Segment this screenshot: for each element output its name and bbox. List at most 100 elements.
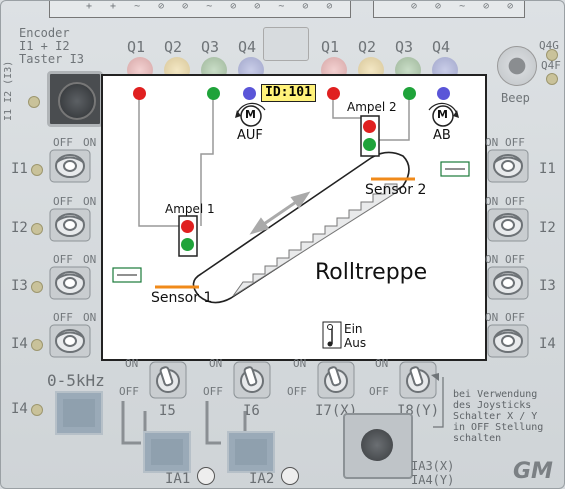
- joystick[interactable]: [343, 413, 413, 479]
- switch-off-label: OFF: [53, 136, 73, 149]
- switch-on-label: ON: [83, 253, 97, 266]
- switch-bolt: [31, 223, 43, 235]
- joystick-note: bei Verwendung des Joysticks Schalter X …: [453, 389, 544, 444]
- ampel2-label: Ampel 2: [347, 100, 397, 114]
- lever-switch[interactable]: [317, 361, 355, 403]
- q3-left-label: Q3: [201, 38, 220, 56]
- id-badge: ID:101: [261, 84, 316, 102]
- ia1-pot-icon[interactable]: [197, 467, 215, 485]
- simulation-panel: ID:101 M AUF M AB Ampel 1 Ampel 2 Sensor…: [101, 74, 487, 361]
- switch-off-label: OFF: [505, 136, 525, 149]
- ampel2-green: [363, 138, 376, 151]
- switch-bolt: [31, 339, 43, 351]
- toggle-on-label: ON: [293, 357, 307, 370]
- panel-led-red-left: [133, 87, 146, 100]
- toggle-switch[interactable]: [487, 324, 529, 358]
- panel-led-blue-right: [437, 87, 450, 100]
- top-connector-left: [49, 1, 351, 18]
- top-connector-right: [373, 1, 525, 18]
- panel-led-red-right: [327, 87, 340, 100]
- toggle-off-label: OFF: [203, 385, 223, 398]
- sensor2-label: Sensor 2: [365, 182, 427, 198]
- toggle-switch[interactable]: [487, 149, 529, 183]
- switch-off-label: OFF: [505, 195, 525, 208]
- switch-id-label: I4: [539, 336, 556, 352]
- sensor1-label: Sensor 1: [151, 290, 213, 306]
- q4g-bolt: [546, 49, 558, 61]
- lever-switch[interactable]: [149, 361, 187, 403]
- toggle-switch[interactable]: [49, 324, 91, 358]
- ia2-pot-icon[interactable]: [281, 467, 299, 485]
- ia1-button[interactable]: [143, 431, 191, 473]
- q4-right-label: Q4: [432, 38, 451, 56]
- switch-id-label: I2: [11, 220, 28, 236]
- panel-title: Rolltreppe: [315, 260, 428, 285]
- switch-id-label: I1: [11, 161, 28, 177]
- ein-label: Ein: [344, 322, 363, 336]
- top-pins-right: ⊘ ⊘ ~ ⊘ ⊘: [411, 1, 520, 12]
- toggle-switch[interactable]: [49, 208, 91, 242]
- q2-right-label: Q2: [358, 38, 377, 56]
- gm-logo: GM: [513, 459, 553, 484]
- switch-id-label: I1: [539, 161, 556, 177]
- encoder-knob[interactable]: [47, 71, 103, 127]
- motor-right-label: AB: [433, 128, 451, 143]
- lever-switch[interactable]: [399, 361, 437, 403]
- beep-label: Beep: [501, 91, 530, 105]
- i4-bottom-label: I4: [11, 401, 28, 417]
- aus-label: Aus: [344, 336, 367, 350]
- top-pins-left: + + ~ ⊘ ⊘ ~ ⊘ ⊘ ~ ⊘ ⊘: [86, 1, 339, 12]
- switch-bolt: [31, 281, 43, 293]
- q3-right-label: Q3: [395, 38, 414, 56]
- joystick-note-arrow: [431, 373, 444, 428]
- switch-off-label: OFF: [53, 253, 73, 266]
- freq-label: 0-5kHz: [47, 371, 105, 390]
- q4f-bolt: [546, 73, 558, 85]
- toggle-switch[interactable]: [49, 149, 91, 183]
- switch-off-label: OFF: [53, 311, 73, 324]
- switch-off-label: OFF: [505, 253, 525, 266]
- q4g-label: Q4G: [539, 39, 559, 52]
- ia3-label: IA3(X): [411, 459, 455, 473]
- motor-right-symbol: M: [437, 108, 448, 121]
- beep-speaker: [497, 46, 537, 86]
- ia-wiring: [121, 401, 247, 445]
- q1-right-label: Q1: [321, 38, 340, 56]
- q2-left-label: Q2: [164, 38, 183, 56]
- ia2-button[interactable]: [227, 431, 275, 473]
- switch-bolt: [31, 164, 43, 176]
- motor-left-label: AUF: [237, 128, 263, 143]
- escalator-steps: [232, 183, 398, 297]
- panel-drawing: [112, 94, 470, 349]
- panel-led-green-left: [207, 87, 220, 100]
- toggle-off-label: OFF: [287, 385, 307, 398]
- panel-led-green-right: [403, 87, 416, 100]
- switch-on-label: ON: [485, 253, 499, 266]
- switch-off-label: OFF: [505, 311, 525, 324]
- toggle-on-label: ON: [209, 357, 223, 370]
- switch-id-label: I2: [539, 220, 556, 236]
- switch-on-label: ON: [485, 136, 499, 149]
- switch-on-label: ON: [485, 195, 499, 208]
- q1-left-label: Q1: [127, 38, 146, 56]
- switch-id-label: I3: [11, 278, 28, 294]
- toggle-switch[interactable]: [487, 208, 529, 242]
- freq-button[interactable]: [55, 391, 103, 435]
- encoder-bolt: [28, 96, 40, 108]
- motor-left-symbol: M: [245, 108, 256, 121]
- q4-left-label: Q4: [238, 38, 257, 56]
- ia4-label: IA4(Y): [411, 473, 455, 487]
- center-connector: [263, 27, 309, 61]
- panel-led-blue-left: [243, 87, 256, 100]
- ampel1-red: [181, 220, 194, 233]
- toggle-on-label: ON: [375, 357, 389, 370]
- switch-on-label: ON: [83, 195, 97, 208]
- toggle-on-label: ON: [125, 357, 139, 370]
- lever-switch[interactable]: [233, 361, 271, 403]
- direction-arrow: [249, 191, 311, 235]
- encoder-label: Encoder I1 + I2 Taster I3: [19, 26, 85, 66]
- toggle-switch[interactable]: [487, 266, 529, 300]
- toggle-id-label: I5: [159, 403, 176, 419]
- toggle-switch[interactable]: [49, 266, 91, 300]
